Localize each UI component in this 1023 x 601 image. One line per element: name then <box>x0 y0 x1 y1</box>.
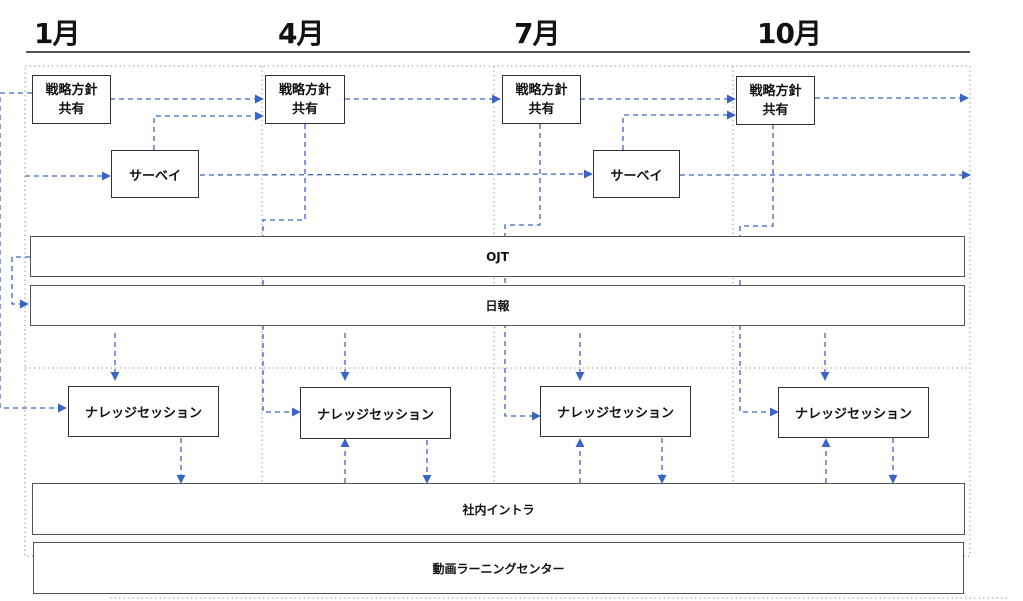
month-label-jul: 7月 <box>514 17 560 50</box>
video-learning-band: 動画ラーニングセンター <box>33 542 964 594</box>
strategy-share-box-jan: 戦略方針共有 <box>32 75 111 124</box>
intranet-label: 社内イントラ <box>462 502 535 517</box>
month-label-jan: 1月 <box>34 17 80 50</box>
strategy-box-line2: 共有 <box>58 101 85 117</box>
strategy-box-line2: 共有 <box>528 101 555 117</box>
ojt-band: OJT <box>30 236 965 277</box>
ojt-label: OJT <box>486 249 509 264</box>
survey-box-2: サーベイ <box>593 150 680 198</box>
daily-report-band: 日報 <box>30 285 965 326</box>
knowledge-session-label: ナレッジセッション <box>316 407 434 423</box>
daily-report-label: 日報 <box>485 299 510 313</box>
month-label-oct: 10月 <box>757 17 822 50</box>
survey-label: サーベイ <box>128 168 181 184</box>
strategy-share-box-oct: 戦略方針共有 <box>736 76 815 125</box>
strategy-box-line1: 戦略方針 <box>515 82 568 98</box>
strategy-box-line1: 戦略方針 <box>749 83 802 99</box>
knowledge-session-label: ナレッジセッション <box>794 407 912 422</box>
knowledge-session-box-3: ナレッジセッション <box>540 386 691 437</box>
blue-arrows <box>0 92 971 484</box>
intranet-band: 社内イントラ <box>32 483 965 535</box>
month-label-apr: 4月 <box>278 17 324 50</box>
knowledge-session-box-2: ナレッジセッション <box>300 387 451 439</box>
timeline-header-rule <box>26 51 970 53</box>
strategy-box-line1: 戦略方針 <box>45 82 98 98</box>
grid-lines <box>24 65 1010 599</box>
knowledge-session-box-1: ナレッジセッション <box>68 386 219 437</box>
strategy-share-box-apr: 戦略方針共有 <box>265 75 345 124</box>
strategy-box-line2: 共有 <box>762 102 789 118</box>
strategy-share-box-jul: 戦略方針共有 <box>502 75 581 124</box>
knowledge-session-label: ナレッジセッション <box>556 406 674 421</box>
knowledge-session-label: ナレッジセッション <box>84 406 202 421</box>
strategy-box-line2: 共有 <box>291 101 318 117</box>
knowledge-session-box-4: ナレッジセッション <box>778 387 929 438</box>
survey-box-1: サーベイ <box>111 150 199 198</box>
video-learning-label: 動画ラーニングセンター <box>432 561 565 576</box>
survey-label: サーベイ <box>610 168 663 184</box>
strategy-box-line1: 戦略方針 <box>278 82 331 98</box>
